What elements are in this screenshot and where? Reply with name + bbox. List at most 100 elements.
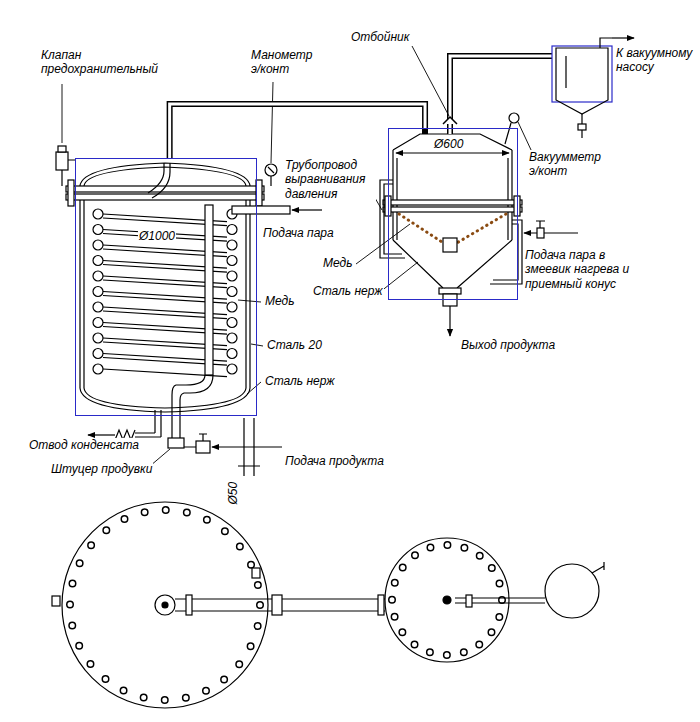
dimension-label: Ø50 (226, 481, 240, 506)
safety-valve-pipe (62, 160, 76, 186)
part-label: Манометр э/конт (250, 48, 318, 77)
outlet-flange (439, 288, 461, 294)
plan-valve (252, 568, 260, 578)
part-label: Вакуумметр э/конт (528, 150, 606, 179)
plan-separator (545, 564, 599, 618)
steam-arrow (292, 209, 322, 210)
part-label: Трубопровод выравнивания давления (284, 158, 376, 201)
plan-evaporator (385, 538, 509, 662)
plan-view (52, 502, 604, 708)
part-label: Сталь нерж (312, 284, 384, 298)
safety-valve (56, 152, 68, 170)
part-label: К вакуумному насосу (615, 46, 695, 75)
leader-line (271, 82, 273, 163)
leader-line (375, 198, 382, 210)
product-valve (196, 441, 210, 453)
steam-valve-stem (536, 221, 545, 228)
pipe-connector (170, 104, 425, 158)
part-label: Подача продукта (284, 454, 385, 468)
leader-line (247, 382, 261, 394)
part-label: Выход продукта (460, 338, 556, 352)
leader-line (238, 300, 261, 302)
part-label: Клапан предохранительный (40, 48, 162, 77)
part-label: Подача пара (262, 226, 335, 240)
blow-nozzle (168, 438, 184, 448)
vacuum-line (443, 38, 612, 138)
shell (393, 150, 512, 240)
diameter-label: Ø1000 (138, 229, 176, 243)
drain-pipe (135, 410, 161, 437)
gauge-stem (268, 167, 274, 186)
plan-nozzle (592, 562, 604, 573)
vacuum-pipe (450, 56, 552, 134)
bolt-ring (392, 545, 502, 655)
part-label: Подача пара в змеевик нагрева и приемный… (524, 248, 654, 291)
leader-line (356, 224, 410, 264)
plan-centre (443, 596, 451, 604)
leader-line (380, 262, 418, 292)
plan-centre (162, 602, 168, 608)
baffle (443, 117, 457, 124)
bottom (80, 388, 250, 412)
vacuum-gauge (509, 113, 519, 123)
bolt-ring (70, 510, 260, 700)
riser-pipe (205, 205, 213, 375)
pipe-wall (170, 104, 425, 158)
steam-nozzle (232, 206, 290, 214)
steam-valve (537, 228, 544, 238)
pipe-bore (170, 104, 425, 158)
plan-vessel (62, 502, 268, 708)
bolt (68, 180, 74, 206)
dimension-line (396, 152, 509, 153)
separator (556, 48, 608, 114)
equalization-pipe (380, 180, 405, 258)
bolt (514, 196, 520, 216)
leader-lines (62, 46, 532, 466)
gauge-stem (505, 123, 511, 144)
leader-line (251, 344, 263, 346)
vacuum-pipe-bore (450, 56, 552, 134)
bolt-holes (70, 510, 260, 700)
plan-nozzle (155, 595, 175, 615)
flange (383, 207, 522, 212)
plan-flange (466, 595, 472, 607)
vapour-pipe (148, 163, 170, 198)
flange (66, 194, 264, 200)
diameter-label: Ø600 (433, 137, 464, 151)
vessel-outline: Ø1000 (75, 158, 257, 416)
part-label: Отвод конденсата (28, 438, 140, 452)
outlet-arrow (449, 306, 450, 336)
left-vessel (56, 146, 290, 476)
separator-outline (552, 46, 612, 102)
part-label: Отбойник (350, 30, 410, 44)
leader-line (62, 84, 63, 143)
separator-pipes (566, 38, 612, 138)
safety-valve-cap (58, 146, 66, 152)
part-label: Сталь 20 (266, 338, 323, 352)
bottom-inner (84, 388, 246, 408)
vacuum-arrow (612, 37, 634, 38)
product-arrow (212, 446, 282, 447)
part-label: Медь (264, 294, 295, 308)
leader-line (518, 122, 532, 152)
coil-section (93, 209, 103, 374)
part-label: Медь (322, 256, 353, 270)
vessel-outline: Ø600 (388, 128, 518, 300)
plan-flange (378, 595, 384, 615)
part-label: Штуцер продувки (50, 462, 153, 476)
condensate-arrow (88, 434, 115, 435)
arrows (88, 38, 634, 447)
shell (80, 200, 250, 388)
right-vessel (380, 113, 545, 306)
plan-valve (272, 595, 282, 615)
product-valve-stem (184, 434, 207, 447)
receiving-cup (443, 238, 457, 252)
part-label: Сталь нерж (264, 374, 336, 388)
flange (383, 200, 522, 205)
bolt-holes (392, 545, 502, 655)
plan-valve (52, 596, 60, 606)
